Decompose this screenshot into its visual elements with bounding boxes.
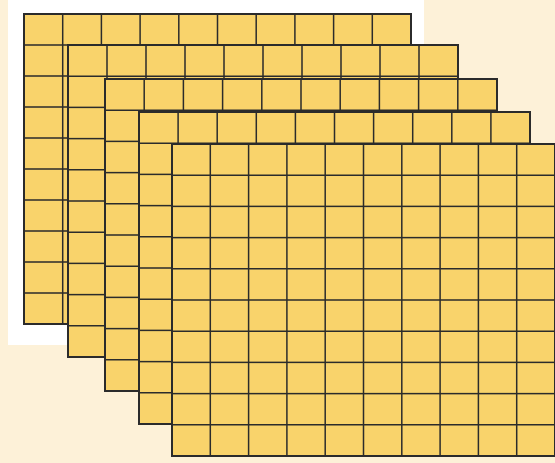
hundred-flat-5 bbox=[172, 144, 555, 456]
